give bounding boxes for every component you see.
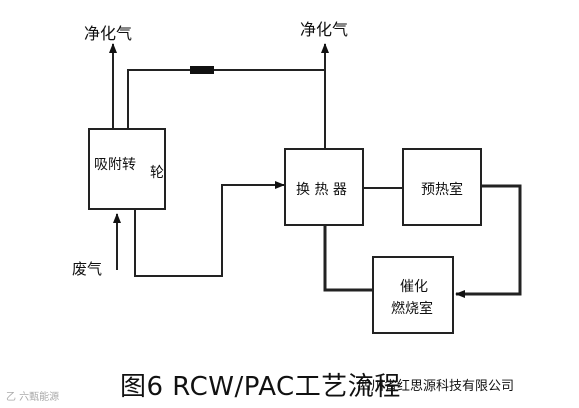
waste-gas-label: 废气	[72, 260, 103, 278]
catalytic-combustion-label-line1: 催化	[400, 279, 428, 295]
heat-exchanger-label: 换 热 器	[296, 182, 347, 198]
purified-gas-right-label: 净化气	[300, 20, 349, 39]
heat-exchanger-box: 换 热 器	[284, 148, 364, 226]
bypass-line	[127, 69, 325, 130]
adsorption-wheel-label-line2: 轮	[150, 165, 164, 181]
wheel-to-exchanger-line	[134, 181, 285, 277]
adsorption-wheel-label-line1: 吸附转	[94, 157, 136, 173]
company-watermark: 四川省红思源科技有限公司	[358, 379, 515, 394]
preheat-chamber-label: 预热室	[421, 182, 463, 198]
figure-caption: 图6 RCW/PAC工艺流程	[120, 372, 401, 402]
bypass-valve	[190, 66, 214, 74]
purified-gas-left-label: 净化气	[84, 24, 133, 43]
preheat-to-catalytic-line	[455, 184, 522, 298]
preheat-chamber-box: 预热室	[402, 148, 482, 226]
brand-watermark: 乙 六甄能源	[6, 392, 60, 403]
adsorption-wheel-box: 吸附转 轮	[88, 128, 166, 210]
catalytic-to-exchanger-line	[323, 226, 372, 292]
catalytic-combustion-box: 催化 燃烧室	[372, 256, 454, 334]
catalytic-combustion-label-line2: 燃烧室	[391, 301, 433, 317]
